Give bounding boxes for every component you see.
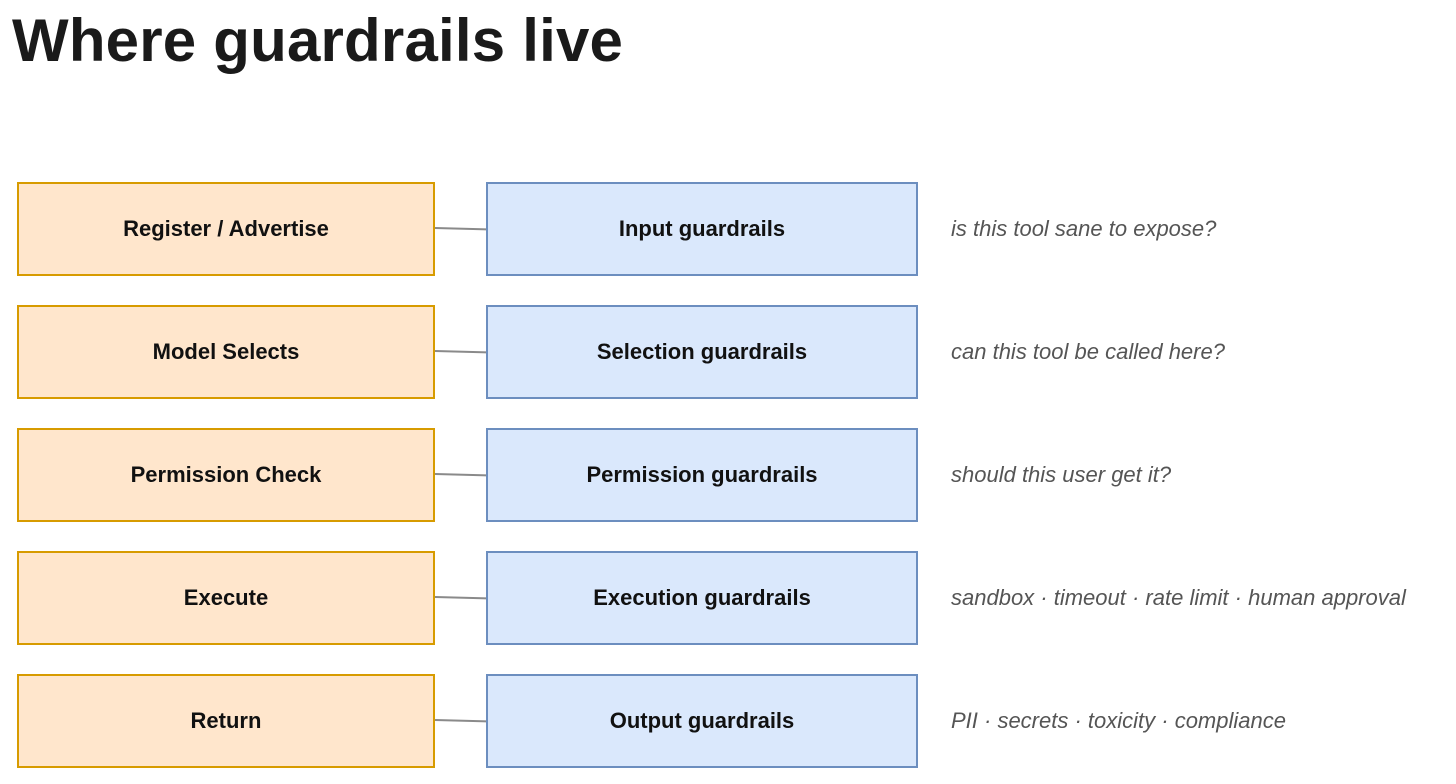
guardrail-note-execution: sandbox · timeout · rate limit · human a… <box>951 585 1406 610</box>
stage-box-register: Register / Advertise <box>17 182 435 276</box>
guardrail-note-permission: should this user get it? <box>951 462 1172 487</box>
connector-line <box>434 350 488 354</box>
guardrail-box-execution: Execution guardrails <box>486 551 918 645</box>
guardrail-note-selection: can this tool be called here? <box>951 339 1225 364</box>
guardrail-box-permission: Permission guardrails <box>486 428 918 522</box>
guardrail-note-output: PII · secrets · toxicity · compliance <box>951 708 1286 733</box>
connector-line <box>434 473 488 477</box>
stage-box-return: Return <box>17 674 435 768</box>
guardrail-row-model-selects: Model Selects Selection guardrails can t… <box>0 305 1456 399</box>
guardrail-row-execute: Execute Execution guardrails sandbox · t… <box>0 551 1456 645</box>
guardrail-row-return: Return Output guardrails PII · secrets ·… <box>0 674 1456 768</box>
guardrail-row-register: Register / Advertise Input guardrails is… <box>0 182 1456 276</box>
stage-box-model-selects: Model Selects <box>17 305 435 399</box>
connector-line <box>434 719 488 723</box>
guardrail-box-selection: Selection guardrails <box>486 305 918 399</box>
connector-line <box>434 227 488 231</box>
stage-box-execute: Execute <box>17 551 435 645</box>
guardrail-box-output: Output guardrails <box>486 674 918 768</box>
guardrail-row-permission-check: Permission Check Permission guardrails s… <box>0 428 1456 522</box>
connector-line <box>434 596 488 600</box>
guardrail-note-input: is this tool sane to expose? <box>951 216 1217 241</box>
guardrail-box-input: Input guardrails <box>486 182 918 276</box>
stage-box-permission-check: Permission Check <box>17 428 435 522</box>
page-title: Where guardrails live <box>12 7 624 74</box>
